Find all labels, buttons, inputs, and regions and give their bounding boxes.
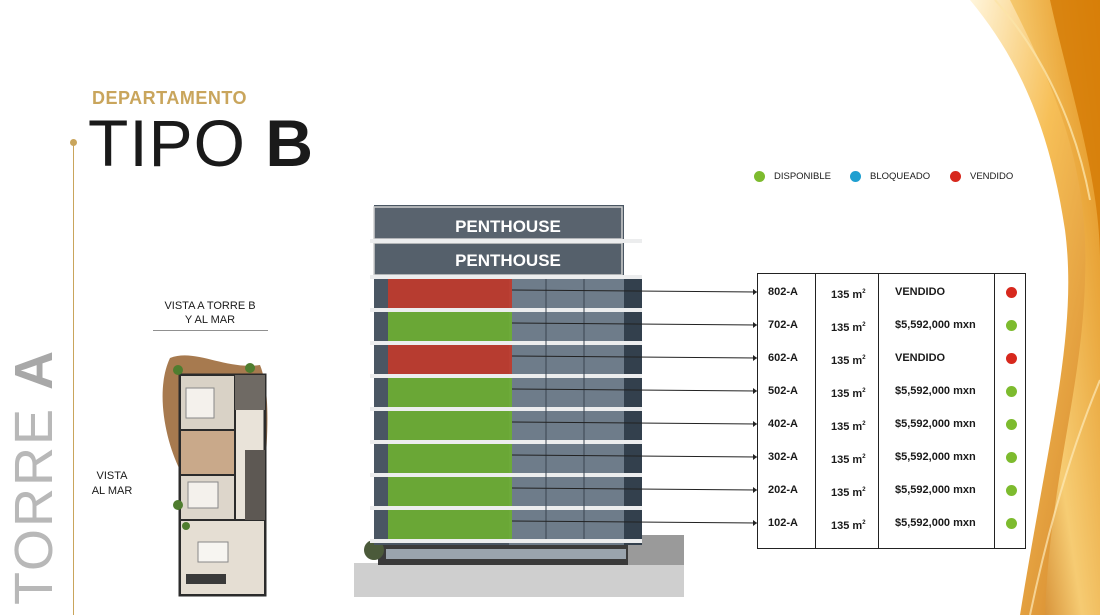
department-label: DEPARTAMENTO [92, 88, 248, 108]
unit-area: 135 m2 [831, 487, 866, 499]
plant-icon [182, 522, 190, 530]
mullions [545, 279, 585, 539]
kitchen-counter [186, 574, 226, 584]
unit-overlay-302[interactable] [388, 444, 512, 473]
view-sea-line2: AL MAR [91, 485, 133, 497]
gold-dot [70, 139, 77, 146]
unit-number: 202-A [768, 484, 798, 496]
table-row[interactable]: 402-A 135 m2 $5,592,000 mxn [758, 408, 1025, 441]
legend-label: VENDIDO [970, 171, 1014, 182]
floor-slabs [370, 239, 642, 543]
table-row[interactable]: 702-A 135 m2 $5,592,000 mxn [758, 309, 1025, 342]
view-tower-line2: Y AL MAR [184, 314, 236, 326]
status-dot-icon [1006, 518, 1017, 529]
penthouse-label: PENTHOUSE [455, 251, 561, 270]
table-row[interactable]: 502-A 135 m2 $5,592,000 mxn [758, 375, 1025, 408]
legend-bloqueado: BLOQUEADO [850, 171, 930, 182]
bed-1 [185, 387, 215, 419]
base-glass [386, 549, 626, 559]
penthouse-label: PENTHOUSE [455, 217, 561, 236]
tower-word: TORRE [4, 406, 64, 605]
unit-area: 135 m2 [831, 421, 866, 433]
unit-number: 502-A [768, 385, 798, 397]
legend-vendido: VENDIDO [950, 171, 1013, 182]
floor-plan [153, 330, 268, 597]
unit-price: $5,592,000 mxn [895, 319, 976, 331]
plant-icon [245, 363, 255, 373]
tower-letter: A [4, 348, 64, 390]
unit-price: $5,592,000 mxn [895, 484, 976, 496]
unit-area: 135 m2 [831, 454, 866, 466]
unit-area: 135 m2 [831, 355, 866, 367]
unit-price: VENDIDO [895, 352, 946, 364]
unit-area: 135 m2 [831, 289, 866, 301]
column-divider [878, 274, 879, 548]
plant-icon [173, 365, 183, 375]
page-title: TIPO B [88, 108, 314, 178]
column-divider [994, 274, 995, 548]
unit-overlay-202[interactable] [388, 477, 512, 506]
unit-area: 135 m2 [831, 520, 866, 532]
legend-label: DISPONIBLE [774, 171, 832, 182]
table-row[interactable]: 302-A 135 m2 $5,592,000 mxn [758, 441, 1025, 474]
table-row[interactable]: 102-A 135 m2 $5,592,000 mxn [758, 507, 1025, 540]
table-row[interactable]: 602-A 135 m2 VENDIDO [758, 342, 1025, 375]
units-table: 802-A 135 m2 VENDIDO 702-A 135 m2 $5,592,000 … [757, 273, 1026, 549]
plant-icon [173, 500, 183, 510]
title-tipo: TIPO [88, 106, 247, 180]
table-row[interactable]: 802-A 135 m2 VENDIDO [758, 276, 1025, 309]
unit-number: 602-A [768, 352, 798, 364]
view-tower-line1: VISTA A TORRE B [164, 300, 256, 312]
unit-overlay-102[interactable] [388, 510, 512, 539]
status-dot-icon [1006, 353, 1017, 364]
unit-overlay-802[interactable] [388, 279, 512, 308]
title-type-letter: B [265, 106, 315, 180]
view-tower-label: VISTA A TORRE B Y AL MAR [150, 299, 270, 327]
service-core [245, 450, 265, 520]
unit-price: VENDIDO [895, 286, 946, 298]
status-dot-icon [1006, 320, 1017, 331]
decorative-silk-graphic [970, 0, 1100, 615]
bathroom [179, 429, 236, 476]
unit-overlay-402[interactable] [388, 411, 512, 440]
unit-number: 302-A [768, 451, 798, 463]
unit-number: 802-A [768, 286, 798, 298]
view-sea-label: VISTA AL MAR [82, 469, 142, 499]
unit-number: 102-A [768, 517, 798, 529]
unit-area: 135 m2 [831, 388, 866, 400]
unit-number: 402-A [768, 418, 798, 430]
unit-area: 135 m2 [831, 322, 866, 334]
unit-overlay-702[interactable] [388, 312, 512, 341]
unit-overlay-602[interactable] [388, 345, 512, 374]
status-dot-icon [1006, 485, 1017, 496]
ground [354, 563, 684, 597]
legend-label: BLOQUEADO [870, 171, 931, 182]
unit-price: $5,592,000 mxn [895, 517, 976, 529]
status-dot-icon [1006, 452, 1017, 463]
unit-price: $5,592,000 mxn [895, 418, 976, 430]
disponible-dot-icon [754, 171, 765, 182]
unit-number: 702-A [768, 319, 798, 331]
bloqueado-dot-icon [850, 171, 861, 182]
table-row[interactable]: 202-A 135 m2 $5,592,000 mxn [758, 474, 1025, 507]
kitchen-block [235, 375, 265, 410]
legend-disponible: DISPONIBLE [754, 171, 831, 182]
tower-label: TORRE A [4, 348, 64, 605]
building-elevation: PENTHOUSE PENTHOUSE [354, 205, 684, 597]
unit-overlay-502[interactable] [388, 378, 512, 407]
penthouse-1 [373, 206, 623, 240]
status-dot-icon [1006, 386, 1017, 397]
bed-2 [187, 481, 219, 509]
vendido-dot-icon [950, 171, 961, 182]
view-sea-line1: VISTA [96, 470, 128, 482]
unit-price: $5,592,000 mxn [895, 385, 976, 397]
status-dot-icon [1006, 287, 1017, 298]
gold-vertical-line [73, 145, 74, 615]
column-divider [815, 274, 816, 548]
dining-table [197, 541, 229, 563]
unit-price: $5,592,000 mxn [895, 451, 976, 463]
status-dot-icon [1006, 419, 1017, 430]
